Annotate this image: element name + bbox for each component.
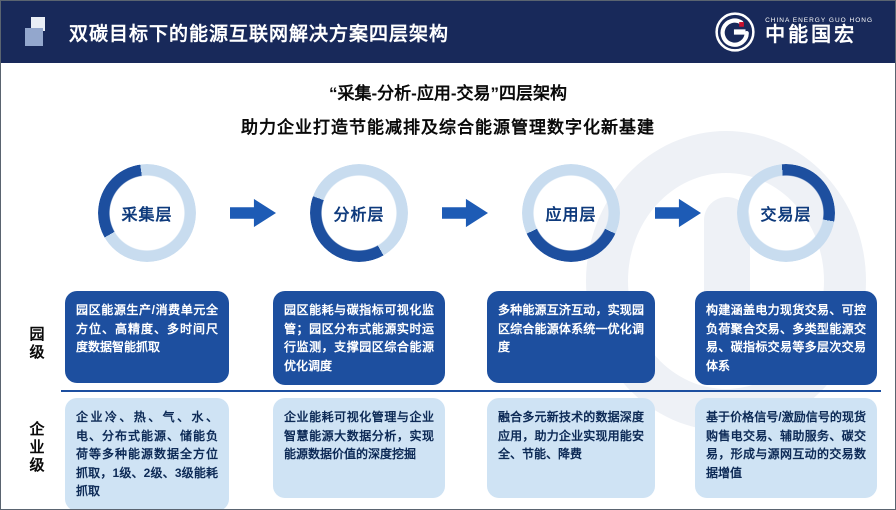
layer-label: 交易层: [760, 207, 812, 224]
park-cell-analysis: 园区能耗与碳指标可视化监管；园区分布式能源实时运行监测，支撑园区综合能源优化调度: [273, 291, 445, 386]
ring-arc-icon: [310, 164, 408, 262]
park-cell-trading: 构建涵盖电力现货交易、可控负荷聚合交易、多类型能源交易、碳指标交易等多层次交易体…: [695, 291, 877, 386]
layer-circle-analysis: 分析层: [310, 164, 408, 262]
layer-label: 分析层: [333, 207, 385, 224]
park-cell-collection: 园区能源生产/消费单元全方位、高精度、多时间尺度数据智能抓取: [65, 291, 229, 383]
layer-circle-collection: 采集层: [98, 164, 196, 262]
park-cell-application: 多种能源互济互动，实现园区综合能源体系统一优化调度: [487, 291, 655, 383]
company-logo: CHINA ENERGY GUO HONG 中能国宏: [714, 11, 873, 53]
header: 双碳目标下的能源互联网解决方案四层架构 CHINA ENERGY GUO HON…: [1, 1, 895, 63]
ring-arc-icon: [737, 164, 835, 262]
layer-label: 采集层: [121, 207, 173, 224]
layer-circle-application: 应用层: [522, 164, 620, 262]
row-label-park: 园级: [27, 325, 45, 362]
deco-square-blue: [25, 28, 43, 46]
layer-label: 应用层: [545, 207, 597, 224]
row-label-enterprise: 企业级: [27, 421, 45, 475]
header-deco-squares-icon: [23, 16, 55, 48]
enterprise-cell-collection: 企业冷、热、气、水、电、分布式能源、储能负荷等多种能源数据全方位抓取，1级、2级…: [65, 398, 229, 509]
logo-text: CHINA ENERGY GUO HONG 中能国宏: [765, 17, 873, 47]
enterprise-cell-trading: 基于价格信号/激励信号的现货购售电交易、辅助服务、碳交易，形成与源网互动的交易数…: [695, 398, 877, 498]
intro-title: “采集-分析-应用-交易”四层架构: [329, 84, 567, 103]
logo-text-cn: 中能国宏: [765, 24, 858, 47]
flow-arrow-icon: [442, 198, 488, 228]
logo-emblem-icon: [714, 11, 756, 53]
enterprise-cell-application: 融合多元新技术的数据深度应用，助力企业实现用能安全、节能、降费: [487, 398, 655, 498]
intro-subtitle: 助力企业打造节能减排及综合能源管理数字化新基建: [241, 118, 655, 137]
row-divider: [61, 390, 881, 392]
deco-square-white: [31, 17, 45, 31]
enterprise-cell-analysis: 企业能耗可视化管理与企业智慧能源大数据分析，实现能源数据价值的深度挖掘: [273, 398, 445, 498]
ring-arc-icon: [98, 164, 196, 262]
page-title: 双碳目标下的能源互联网解决方案四层架构: [69, 23, 450, 45]
intro-block: “采集-分析-应用-交易”四层架构 助力企业打造节能减排及综合能源管理数字化新基…: [1, 79, 895, 138]
ring-arc-icon: [522, 164, 620, 262]
flow-arrow-icon: [230, 198, 276, 228]
layer-circle-trading: 交易层: [737, 164, 835, 262]
logo-text-en: CHINA ENERGY GUO HONG: [765, 16, 873, 24]
